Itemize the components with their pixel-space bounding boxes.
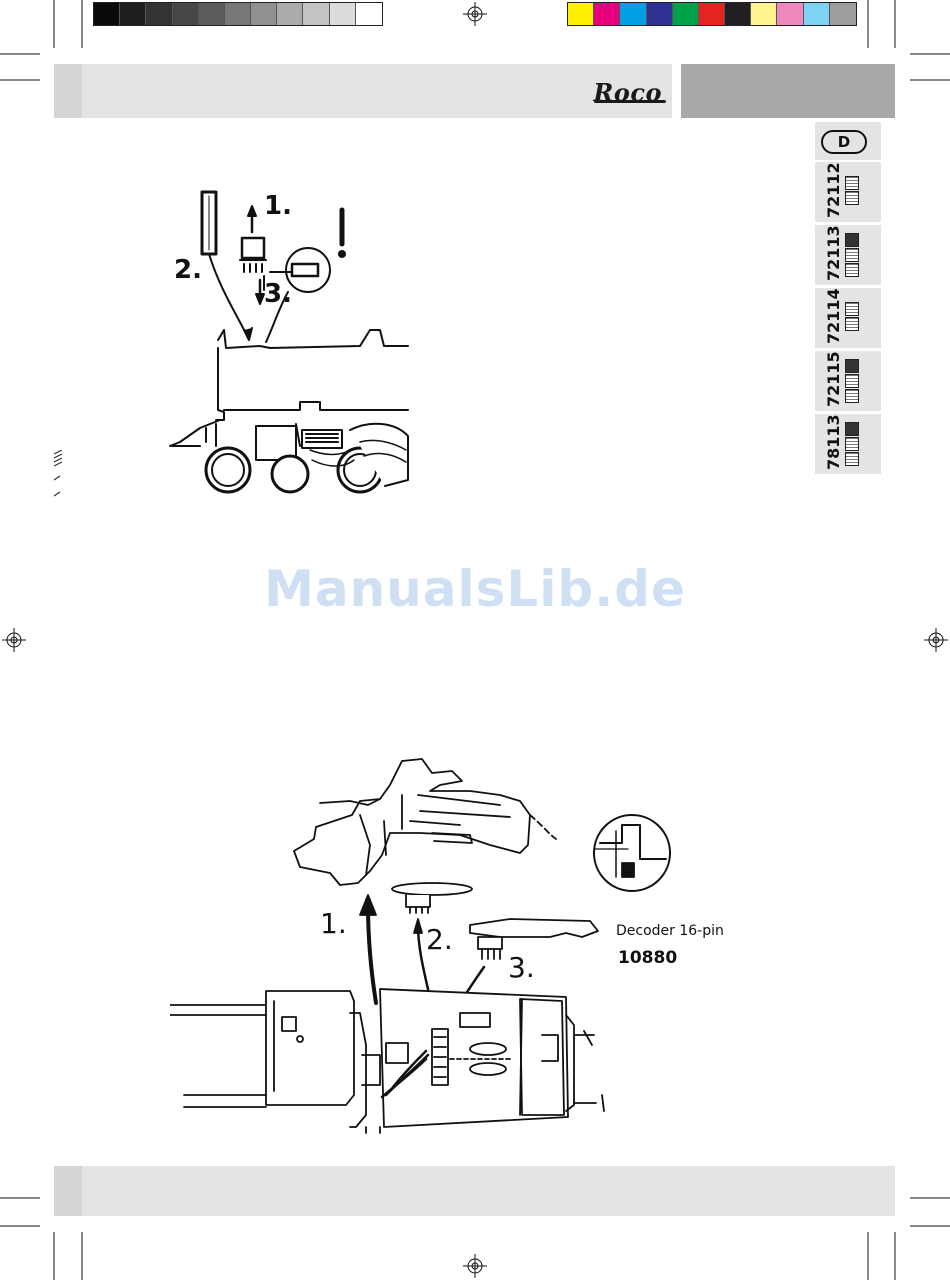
figure-2-chassis-decoder-connection: 1. 2. 3. Decoder 16-pin 10880 [170,755,730,1140]
ac-icon [845,452,859,466]
feature-icons [845,422,859,467]
registration-mark-top [463,2,487,26]
model-number: 78113 [825,414,843,470]
model-number: 72112 [825,162,843,218]
step-3-label: 3. [264,279,292,309]
digital-icon [845,317,859,331]
feature-icons [845,176,859,206]
digital-icon [845,263,859,277]
language-tab[interactable]: D [815,122,881,160]
sound-icon [845,422,859,436]
header-bar: Roco [54,64,672,118]
registration-mark-bottom [463,1254,487,1278]
digital-icon [845,389,859,403]
feature-icons [845,233,859,278]
registration-mark-left [2,628,26,652]
analog-icon [845,176,859,190]
model-tab-72113[interactable]: 72113 [815,225,881,285]
watermark: ManualsLib.de [0,560,950,618]
model-tab-72115[interactable]: 72115 [815,351,881,411]
figure-1-locomotive-decoder-insertion: 1. 2. 3. [160,180,420,500]
step-2-label: 2. [174,255,202,285]
feature-icons [845,302,859,332]
wheel-icon [272,456,308,492]
step-1-label: 1. [264,191,292,221]
speaker-icon [845,437,859,451]
model-number: 72113 [825,225,843,281]
footer-bar [54,1166,895,1216]
feature-icons [845,359,859,404]
model-number: 72115 [825,351,843,407]
step-1-label: 1. [320,907,347,940]
header-shade-block [681,64,895,118]
registration-mark-right [924,628,948,652]
model-tab-78113[interactable]: 78113 [815,414,881,474]
step-3-label: 3. [508,951,535,984]
sound-icon [845,359,859,373]
decoder-plug-icon [242,238,264,258]
sound-icon [845,233,859,247]
digital-icon [845,191,859,205]
logo-swoosh [594,100,666,103]
decoder-label: Decoder 16-pin [616,923,724,939]
language-badge: D [821,130,867,154]
footer-tab [54,1166,82,1216]
model-number: 72114 [825,288,843,344]
header-tab [54,64,82,118]
speaker-icon [845,248,859,262]
step-2-label: 2. [426,923,453,956]
model-tab-72114[interactable]: 72114 [815,288,881,348]
edge-marks [52,450,64,504]
decoder-article-number: 10880 [618,948,677,968]
speaker-icon [845,374,859,388]
analog-icon [845,302,859,316]
model-tab-72112[interactable]: 72112 [815,162,881,222]
